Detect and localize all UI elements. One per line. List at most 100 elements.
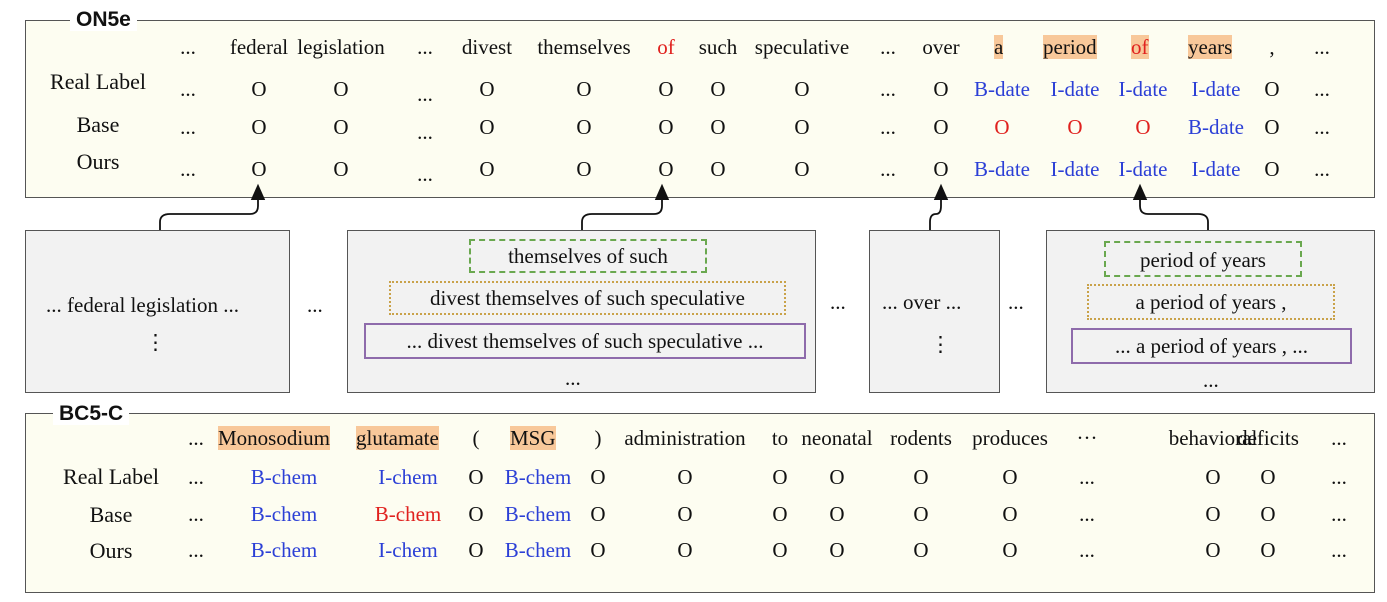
on5e-row-label-3: Ours <box>76 149 120 174</box>
on5e-token-10: over <box>922 35 960 59</box>
arrow-federal <box>159 183 266 230</box>
bc5c-token-10: produces <box>972 426 1048 450</box>
bc5c-real-tag-11: ... <box>1079 465 1095 489</box>
context-box-federal <box>25 230 290 393</box>
arrow-of <box>581 183 670 230</box>
on5e-base-tag-14: B-date <box>1188 115 1244 139</box>
bc5c-real-tag-2: I-chem <box>378 465 438 489</box>
bc5c-token-6: administration <box>624 426 746 450</box>
context-text-federal: ... federal legislation ... <box>46 293 240 317</box>
bc5c-real-tag-0: ... <box>188 465 204 489</box>
on5e-token-14: years <box>1188 35 1233 59</box>
bc5c-base-tag-4: B-chem <box>504 502 572 526</box>
on5e-ours-tag-0: ... <box>180 157 196 181</box>
on5e-base-tag-9: ... <box>880 115 896 139</box>
bc5c-token-1: Monosodium <box>218 426 331 450</box>
span-box-gold-period: a period of years , <box>1087 284 1335 320</box>
context-box-period <box>1046 230 1375 393</box>
bc5c-ours-tag-7: O <box>772 538 788 562</box>
on5e-real-tag-3: ... <box>417 82 433 106</box>
bc5c-ours-tag-1: B-chem <box>250 538 318 562</box>
on5e-row-label-2: Base <box>76 112 120 137</box>
bc5c-ours-tag-13: O <box>1260 538 1276 562</box>
bc5c-base-tag-0: ... <box>188 502 204 526</box>
bc5c-base-tag-9: O <box>913 502 929 526</box>
on5e-token-1: federal <box>229 35 289 59</box>
on5e-base-tag-1: O <box>251 115 267 139</box>
on5e-real-tag-0: ... <box>180 77 196 101</box>
on5e-real-tag-9: ... <box>880 77 896 101</box>
on5e-base-tag-5: O <box>576 115 592 139</box>
bc5c-real-tag-1: B-chem <box>250 465 318 489</box>
bc5c-row-label-1: Real Label <box>63 464 159 489</box>
on5e-base-tag-16: ... <box>1314 115 1330 139</box>
bc5c-ours-tag-8: O <box>829 538 845 562</box>
on5e-token-5: themselves <box>537 35 631 59</box>
bc5c-ours-tag-11: ... <box>1079 538 1095 562</box>
on5e-token-11: a <box>994 35 1004 59</box>
on5e-base-tag-12: O <box>1067 115 1083 139</box>
on5e-base-tag-6: O <box>658 115 674 139</box>
bc5c-real-tag-4: B-chem <box>504 465 572 489</box>
bc5c-ours-tag-2: I-chem <box>378 538 438 562</box>
bc5c-real-tag-13: O <box>1260 465 1276 489</box>
bc5c-base-tag-3: O <box>468 502 484 526</box>
bc5c-token-4: MSG <box>510 426 556 450</box>
on5e-token-16: ... <box>1314 35 1330 59</box>
context-text-over: ... over ... <box>882 290 962 314</box>
on5e-base-tag-2: O <box>333 115 349 139</box>
on5e-ours-tag-2: O <box>333 157 349 181</box>
context-box-over <box>869 230 1000 393</box>
bc5c-real-tag-14: ... <box>1331 465 1347 489</box>
bc5c-title: BC5-C <box>53 403 130 425</box>
on5e-real-tag-14: I-date <box>1191 77 1241 101</box>
bc5c-ours-tag-6: O <box>677 538 693 562</box>
span-box-purple-period: ... a period of years , ... <box>1071 328 1352 364</box>
on5e-panel <box>25 20 1375 198</box>
on5e-real-tag-16: ... <box>1314 77 1330 101</box>
bc5c-token-7: to <box>771 426 789 450</box>
bc5c-base-tag-5: O <box>590 502 606 526</box>
on5e-ours-tag-4: O <box>479 157 495 181</box>
bc5c-ours-tag-12: O <box>1205 538 1221 562</box>
bc5c-real-tag-6: O <box>677 465 693 489</box>
on5e-real-tag-7: O <box>710 77 726 101</box>
bc5c-token-2: glutamate <box>356 426 439 450</box>
bc5c-base-tag-12: O <box>1205 502 1221 526</box>
on5e-token-7: such <box>698 35 738 59</box>
bc5c-token-5: ) <box>594 426 602 450</box>
on5e-token-9: ... <box>880 35 896 59</box>
on5e-ours-tag-6: O <box>658 157 674 181</box>
on5e-token-2: legislation <box>297 35 385 59</box>
span-box-purple-divest: ... divest themselves of such speculativ… <box>364 323 806 359</box>
bc5c-base-tag-10: O <box>1002 502 1018 526</box>
on5e-real-tag-12: I-date <box>1050 77 1100 101</box>
bc5c-ours-tag-9: O <box>913 538 929 562</box>
separator-1: ... <box>307 293 323 317</box>
on5e-ours-tag-7: O <box>710 157 726 181</box>
bc5c-ours-tag-3: O <box>468 538 484 562</box>
on5e-token-15: , <box>1269 35 1275 59</box>
on5e-base-tag-15: O <box>1264 115 1280 139</box>
on5e-ours-tag-13: I-date <box>1118 157 1168 181</box>
bc5c-base-tag-7: O <box>772 502 788 526</box>
context-box-divest <box>347 230 816 393</box>
vdots-over: ⋮ <box>930 332 951 356</box>
bc5c-base-tag-6: O <box>677 502 693 526</box>
on5e-ours-tag-11: B-date <box>974 157 1030 181</box>
on5e-real-tag-1: O <box>251 77 267 101</box>
on5e-real-tag-8: O <box>794 77 810 101</box>
bc5c-token-12: behavioral <box>1168 426 1258 450</box>
span-box-gold-divest: divest themselves of such speculative <box>389 281 786 315</box>
on5e-ours-tag-16: ... <box>1314 157 1330 181</box>
on5e-ours-tag-14: I-date <box>1191 157 1241 181</box>
vdots-federal: ⋮ <box>145 330 166 354</box>
bc5c-token-0: ... <box>188 426 204 450</box>
on5e-ours-tag-1: O <box>251 157 267 181</box>
on5e-ours-tag-9: ... <box>880 157 896 181</box>
on5e-real-tag-5: O <box>576 77 592 101</box>
on5e-real-tag-15: O <box>1264 77 1280 101</box>
bc5c-row-label-3: Ours <box>89 538 133 563</box>
bc5c-base-tag-8: O <box>829 502 845 526</box>
